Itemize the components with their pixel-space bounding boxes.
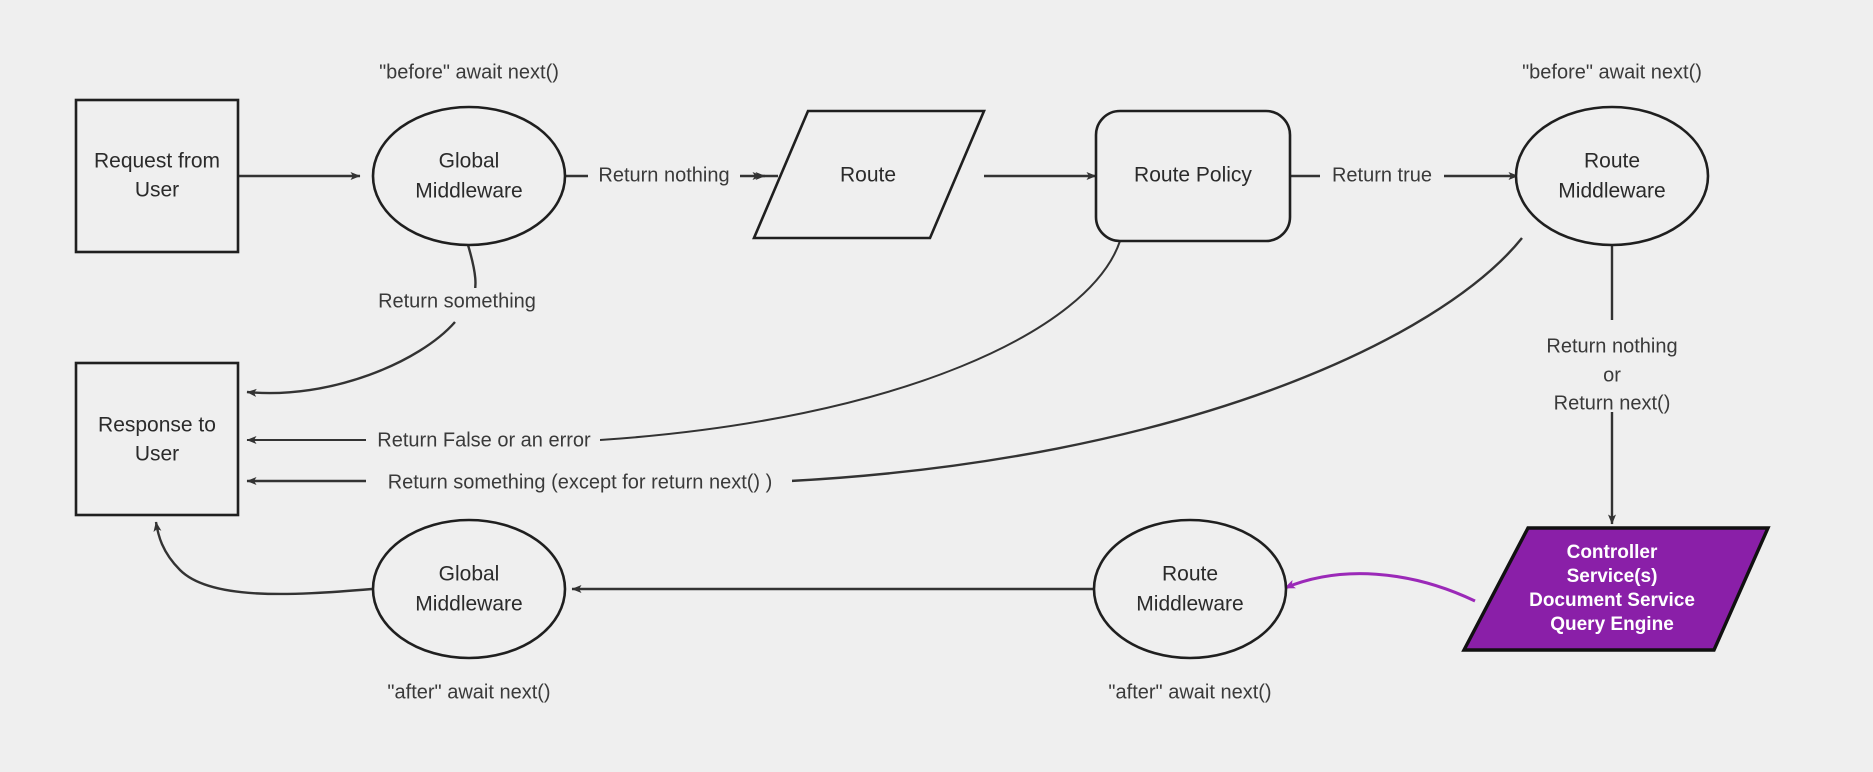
edge-controller-to-route-middleware-after [1284, 572, 1476, 603]
node-controller-services[interactable]: Controller Service(s) Document Service Q… [1461, 526, 1771, 652]
edge-label-return-nothing-line3: Return next() [1554, 392, 1671, 414]
annotation-before-global-middleware-text: "before" await next() [379, 61, 559, 83]
annotation-after-route-middleware: "after" await next() [1108, 681, 1271, 703]
node-controller-services-label-line3: Document Service [1529, 590, 1695, 611]
node-route-label: Route [840, 164, 896, 187]
edge-label-return-nothing-or-next: Return nothing or Return next() [1522, 332, 1704, 414]
annotation-before-route-middleware: "before" await next() [1522, 61, 1702, 83]
annotation-after-global-middleware: "after" await next() [387, 681, 550, 703]
edge-label-return-something: Return something [366, 288, 548, 316]
node-route[interactable]: Route [752, 109, 986, 240]
node-route-middleware-after-label-line2: Middleware [1136, 593, 1243, 616]
edge-global-middleware-after-to-response [153, 521, 373, 596]
node-response-to-user[interactable]: Response to User [74, 361, 240, 517]
node-route-middleware-before[interactable]: Route Middleware [1514, 105, 1710, 247]
node-global-middleware-after[interactable]: Global Middleware [371, 518, 567, 660]
node-global-middleware-before-label-line2: Middleware [415, 180, 522, 203]
node-request-from-user[interactable]: Request from User [74, 98, 240, 254]
edge-label-return-something-text: Return something [378, 290, 536, 312]
edge-route-middleware-return-something [246, 237, 1523, 485]
node-controller-services-label-line2: Service(s) [1567, 566, 1658, 587]
edge-route-policy-return-false [246, 240, 1121, 444]
edge-label-return-something-except-next: Return something (except for return next… [368, 468, 792, 496]
edge-label-return-nothing-line1: Return nothing [1546, 335, 1677, 357]
edge-label-return-nothing: Return nothing [588, 162, 740, 190]
node-response-to-user-label-line1: Response to [98, 414, 216, 437]
node-route-middleware-before-label-line2: Middleware [1558, 180, 1665, 203]
node-route-middleware-after[interactable]: Route Middleware [1092, 518, 1288, 660]
node-global-middleware-before[interactable]: Global Middleware [371, 105, 567, 247]
edge-label-return-false-or-error-text: Return False or an error [377, 429, 591, 451]
annotation-after-global-middleware-text: "after" await next() [387, 681, 550, 703]
edge-label-return-true-text: Return true [1332, 164, 1432, 186]
node-request-from-user-label-line2: User [135, 179, 179, 202]
node-route-middleware-after-label-line1: Route [1162, 563, 1218, 586]
node-controller-services-label-line1: Controller [1567, 542, 1658, 563]
annotation-after-route-middleware-text: "after" await next() [1108, 681, 1271, 703]
edge-label-return-false-or-error: Return False or an error [368, 426, 600, 454]
annotation-before-global-middleware: "before" await next() [379, 61, 559, 83]
edge-label-return-something-except-next-text: Return something (except for return next… [388, 471, 773, 493]
annotation-before-route-middleware-text: "before" await next() [1522, 61, 1702, 83]
node-response-to-user-label-line2: User [135, 443, 179, 466]
node-request-from-user-label-line1: Request from [94, 150, 220, 173]
edge-global-middleware-return-something [246, 244, 477, 397]
node-global-middleware-before-label-line1: Global [439, 150, 500, 173]
node-route-policy[interactable]: Route Policy [1094, 109, 1292, 243]
node-route-middleware-before-label-line1: Route [1584, 150, 1640, 173]
node-route-policy-label: Route Policy [1134, 164, 1252, 187]
node-global-middleware-after-label-line2: Middleware [415, 593, 522, 616]
node-global-middleware-after-label-line1: Global [439, 563, 500, 586]
edge-label-return-true: Return true [1320, 162, 1444, 190]
edge-label-return-nothing-text: Return nothing [598, 164, 729, 186]
edge-label-return-nothing-line2: or [1603, 364, 1621, 386]
node-controller-services-label-line4: Query Engine [1550, 614, 1674, 635]
